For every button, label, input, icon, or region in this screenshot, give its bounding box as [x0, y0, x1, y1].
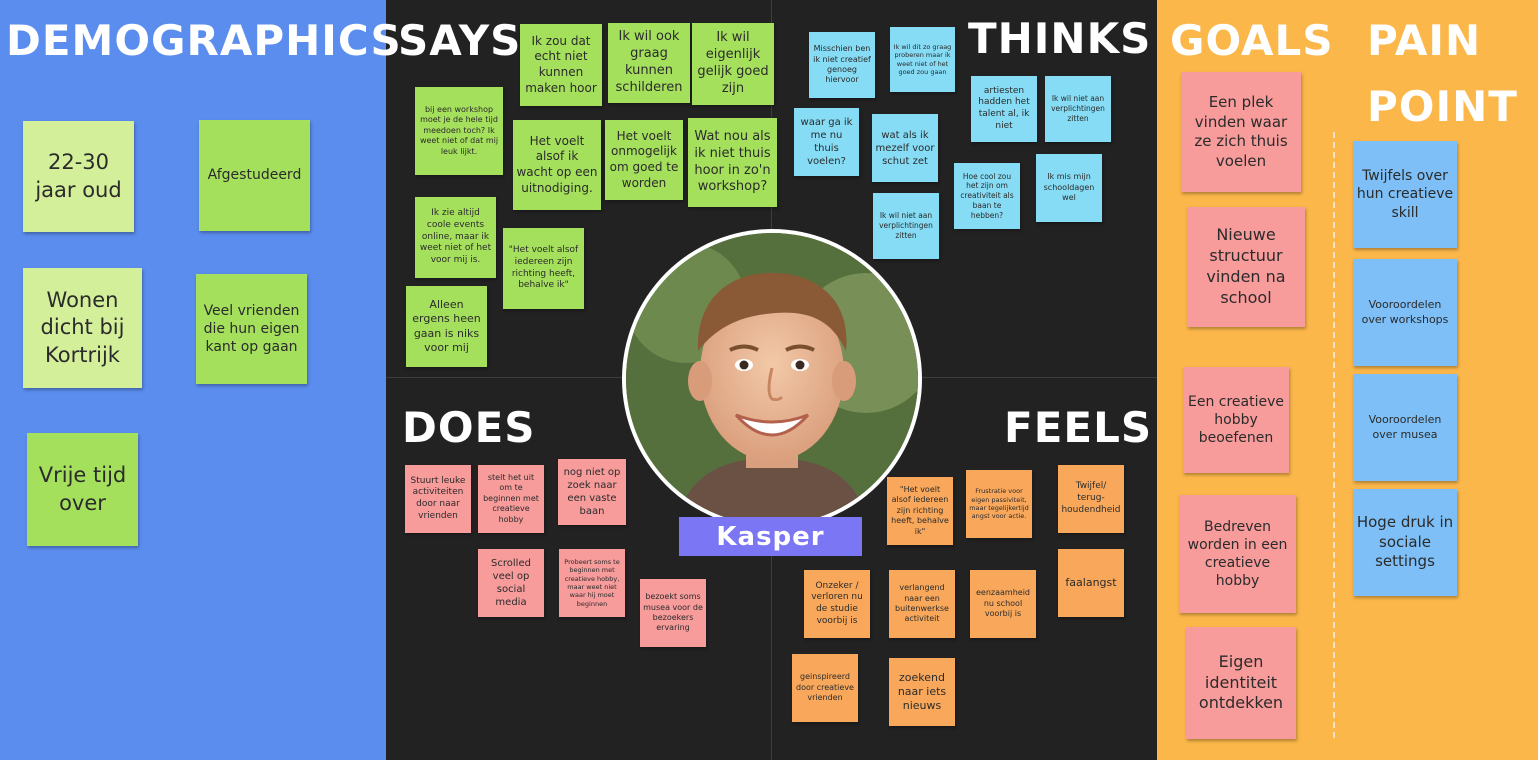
thinks-note[interactable]: waar ga ik me nu thuis voelen? [794, 108, 859, 176]
says-note[interactable]: Ik wil eigenlijk gelijk goed zijn [692, 23, 774, 105]
does-heading: DOES [402, 403, 536, 452]
goal-note[interactable]: Nieuwe structuur vinden na school [1187, 207, 1305, 327]
does-note[interactable]: bezoekt soms musea voor de bezoekers erv… [640, 579, 706, 647]
thinks-note[interactable]: Hoe cool zou het zijn om creativiteit al… [954, 163, 1020, 229]
feels-note[interactable]: verlangend naar een buitenwerkse activit… [889, 570, 955, 638]
demographics-note[interactable]: Wonen dicht bij Kortrijk [23, 268, 142, 388]
goal-note[interactable]: Een creatieve hobby beoefenen [1183, 367, 1289, 473]
pain-point-note[interactable]: Vooroordelen over musea [1353, 374, 1457, 481]
says-note[interactable]: "Het voelt alsof iedereen zijn richting … [503, 228, 584, 309]
persona-photo-frame [622, 229, 922, 529]
does-note[interactable]: Probeert soms te beginnen met creatieve … [559, 549, 625, 617]
says-note[interactable]: Ik zou dat echt niet kunnen maken hoor [520, 24, 602, 106]
demographics-heading: DEMOGRAPHICS [6, 16, 402, 65]
thinks-note[interactable]: Misschien ben ik niet creatief genoeg hi… [809, 32, 875, 98]
does-note[interactable]: stelt het uit om te beginnen met creatie… [478, 465, 544, 533]
goal-note[interactable]: Een plek vinden waar ze zich thuis voele… [1181, 72, 1301, 192]
pain-point-note[interactable]: Vooroordelen over workshops [1353, 259, 1457, 366]
does-note[interactable]: nog niet op zoek naar een vaste baan [558, 459, 626, 525]
says-note[interactable]: bij een workshop moet je de hele tijd me… [415, 87, 503, 175]
goals-heading: GOALS [1170, 16, 1334, 65]
feels-note[interactable]: Twijfel/ terug-houdendheid [1058, 465, 1124, 533]
thinks-note[interactable]: Ik wil dit zo graag proberen maar ik wee… [890, 27, 955, 92]
persona-name-label: Kasper [679, 517, 862, 556]
feels-note[interactable]: faalangst [1058, 549, 1124, 617]
pain-point-note[interactable]: Hoge druk in sociale settings [1353, 489, 1457, 596]
demographics-note[interactable]: Afgestudeerd [199, 120, 310, 231]
thinks-heading: THINKS [968, 14, 1152, 63]
does-note[interactable]: Stuurt leuke activiteiten door naar vrie… [405, 465, 471, 533]
goals-pain-divider [1333, 132, 1335, 738]
does-note[interactable]: Scrolled veel op social media [478, 549, 544, 617]
demographics-note[interactable]: Veel vrienden die hun eigen kant op gaan [196, 274, 307, 384]
thinks-note[interactable]: artiesten hadden het talent al, ik niet [971, 76, 1037, 142]
feels-note[interactable]: geinspireerd door creatieve vrienden [792, 654, 858, 722]
person-portrait-illustration [626, 233, 918, 525]
pain-point-note[interactable]: Twijfels over hun creatieve skill [1353, 141, 1457, 248]
says-note[interactable]: Alleen ergens heen gaan is niks voor mij [406, 286, 487, 367]
feels-note[interactable]: eenzaamheid nu school voorbij is [970, 570, 1036, 638]
feels-note[interactable]: zoekend naar iets nieuws [889, 658, 955, 726]
says-heading: SAYS [398, 16, 522, 65]
says-note[interactable]: Het voelt alsof ik wacht op een uitnodig… [513, 120, 601, 210]
feels-note[interactable]: Onzeker / verloren nu de studie voorbij … [804, 570, 870, 638]
goal-note[interactable]: Eigen identiteit ontdekken [1186, 627, 1296, 739]
goal-note[interactable]: Bedreven worden in een creatieve hobby [1179, 495, 1296, 613]
thinks-note[interactable]: Ik mis mijn schooldagen wel [1036, 154, 1102, 222]
feels-heading: FEELS [1004, 403, 1153, 452]
demographics-note[interactable]: 22-30 jaar oud [23, 121, 134, 232]
thinks-note[interactable]: Ik wil niet aan verplichtingen zitten [1045, 76, 1111, 142]
says-note[interactable]: Ik wil ook graag kunnen schilderen [608, 23, 690, 103]
says-note[interactable]: Wat nou als ik niet thuis hoor in zo'n w… [688, 118, 777, 207]
pain-point-heading-line2: POINT [1367, 82, 1518, 131]
thinks-note[interactable]: wat als ik mezelf voor schut zet [872, 114, 938, 182]
says-note[interactable]: Het voelt onmogelijk om goed te worden [605, 120, 683, 200]
feels-note[interactable]: Frustratie voor eigen passiviteit, maar … [966, 470, 1032, 538]
demographics-note[interactable]: Vrije tijd over [27, 433, 138, 546]
says-note[interactable]: Ik zie altijd coole events online, maar … [415, 197, 496, 278]
pain-point-heading-line1: PAIN [1367, 16, 1482, 65]
person-portrait-icon [626, 233, 918, 525]
